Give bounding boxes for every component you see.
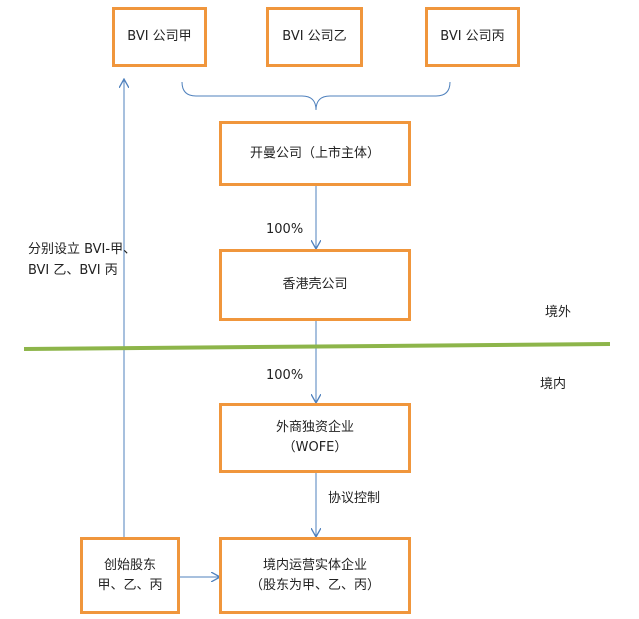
wofe-label-line2: （WOFE）	[282, 440, 348, 455]
domestic-operating-entity-box: 境内运营实体企业 （股东为甲、乙、丙）	[219, 537, 411, 614]
ownership-percent-label-top: 100%	[266, 222, 304, 237]
bvi-company-c-box: BVI 公司丙	[425, 7, 520, 67]
bvi-company-c-label: BVI 公司丙	[440, 29, 505, 44]
contractual-control-label: 协议控制	[328, 491, 381, 506]
hk-shell-company-label: 香港壳公司	[282, 277, 348, 292]
offshore-onshore-divider	[23, 342, 611, 351]
domestic-operating-entity-label-line1: 境内运营实体企业	[262, 557, 367, 573]
founders-box: 创始股东 甲、乙、丙	[80, 537, 180, 614]
bvi-company-b-box: BVI 公司乙	[266, 7, 363, 67]
offshore-label: 境外	[545, 305, 572, 320]
cayman-listed-company-label: 开曼公司（上市主体）	[249, 145, 380, 161]
setup-bvi-note-line1: 分别设立 BVI-甲、	[28, 242, 137, 257]
bvi-company-a-box: BVI 公司甲	[112, 7, 207, 67]
bvi-grouping-bracket	[181, 81, 451, 111]
cayman-listed-company-box: 开曼公司（上市主体）	[219, 121, 411, 186]
founders-label-line2: 甲、乙、丙	[97, 577, 163, 593]
founders-label-line1: 创始股东	[103, 557, 156, 573]
setup-bvi-note-line2: BVI 乙、BVI 丙	[28, 263, 118, 278]
onshore-label: 境内	[540, 377, 567, 392]
bvi-company-b-label: BVI 公司乙	[282, 29, 347, 44]
bvi-company-a-label: BVI 公司甲	[127, 29, 192, 44]
ownership-percent-label-bottom: 100%	[266, 368, 304, 383]
wofe-label-line1: 外商独资企业	[275, 420, 354, 435]
hk-shell-company-box: 香港壳公司	[219, 249, 411, 321]
domestic-operating-entity-label-line2: （股东为甲、乙、丙）	[249, 577, 380, 593]
wofe-box: 外商独资企业 （WOFE）	[219, 403, 411, 473]
